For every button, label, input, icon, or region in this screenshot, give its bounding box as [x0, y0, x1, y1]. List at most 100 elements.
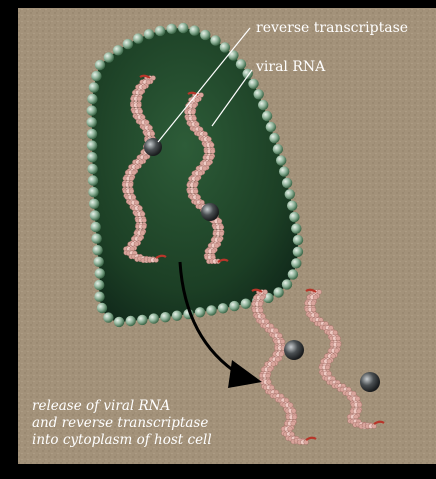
rna-bead	[258, 302, 263, 307]
capsid-bead	[133, 33, 143, 43]
rna-bead	[191, 110, 196, 115]
label-viral-rna: viral RNA	[255, 59, 326, 75]
capsid-bead	[291, 223, 301, 233]
rna-bead	[137, 96, 142, 101]
rna-bead	[137, 103, 142, 108]
rna-bead	[259, 308, 264, 313]
rna-bead	[334, 348, 339, 353]
capsid-bead	[289, 212, 299, 222]
rna-bead	[219, 225, 224, 230]
rna-bead	[195, 98, 200, 103]
rna-bead	[211, 249, 216, 254]
capsid-bead	[293, 247, 303, 257]
rna-bead	[193, 183, 198, 188]
rna-bead	[291, 409, 296, 414]
capsid-bead	[160, 312, 170, 322]
capsid-bead	[89, 199, 99, 209]
capsid-bead	[88, 175, 98, 185]
rna-bead	[278, 333, 283, 338]
rna-bead	[267, 367, 272, 372]
capsid-bead	[279, 166, 289, 176]
capsid-bead	[87, 94, 97, 104]
rna-bead	[150, 131, 155, 136]
rna-bead	[266, 373, 271, 378]
rna-bead	[138, 206, 143, 211]
rna-bead	[336, 336, 341, 341]
capsid-bead	[282, 279, 292, 289]
capsid-bead	[94, 292, 104, 302]
rna-bead	[148, 125, 153, 130]
capsid-bead	[287, 201, 297, 211]
capsid-bead	[126, 316, 136, 326]
rna-bead	[154, 258, 159, 263]
capsid-bead	[248, 79, 258, 89]
reverse-transcriptase-enzyme	[284, 340, 304, 360]
capsid-bead	[91, 71, 101, 81]
capsid-bead	[178, 23, 188, 33]
capsid-bead	[97, 303, 107, 313]
capsid-bead	[172, 311, 182, 321]
capsid-bead	[241, 299, 251, 309]
capsid-bead	[285, 189, 295, 199]
rna-bead	[311, 301, 316, 306]
rna-bead	[140, 212, 145, 217]
rna-bead	[263, 290, 268, 295]
capsid-bead	[195, 307, 205, 317]
caption-line-1: release of viral RNA	[32, 398, 170, 414]
capsid-bead	[266, 122, 276, 132]
rna-bead	[327, 359, 332, 364]
rna-bead	[372, 424, 377, 429]
capsid-bead	[94, 257, 104, 267]
caption-line-3: into cytoplasm of host cell	[32, 432, 212, 448]
capsid-bead	[114, 317, 124, 327]
rna-bead	[138, 109, 143, 114]
rna-bead	[217, 219, 222, 224]
capsid-bead	[89, 82, 99, 92]
capsid-bead	[276, 155, 286, 165]
capsid-bead	[113, 45, 123, 55]
capsid-bead	[236, 59, 246, 69]
capsid-bead	[291, 258, 301, 268]
rna-bead	[311, 307, 316, 312]
rna-bead	[209, 143, 214, 148]
rna-bead	[325, 365, 330, 370]
rna-bead	[356, 409, 361, 414]
capsid-bead	[262, 111, 272, 121]
rna-bead	[129, 176, 134, 181]
capsid-bead	[229, 301, 239, 311]
rna-bead	[140, 231, 145, 236]
capsid-bead	[87, 140, 97, 150]
rna-bead	[209, 155, 214, 160]
capsid-bead	[189, 25, 199, 35]
capsid-bead	[273, 144, 283, 154]
rna-bead	[267, 380, 272, 385]
capsid-bead	[103, 312, 113, 322]
capsid-bead	[94, 280, 104, 290]
capsid-bead	[88, 187, 98, 197]
rna-bead	[336, 342, 341, 347]
reverse-transcriptase-enzyme	[360, 372, 380, 392]
label-reverse-transcriptase: reverse transcriptase	[256, 20, 408, 36]
capsid-bead	[254, 89, 264, 99]
capsid-bead	[87, 105, 97, 115]
rna-bead	[357, 402, 362, 407]
capsid-bead	[87, 152, 97, 162]
capsid-bead	[91, 233, 101, 243]
rna-bead	[304, 440, 309, 445]
capsid-bead	[92, 245, 102, 255]
rna-bead	[142, 224, 147, 229]
rna-bead	[142, 218, 147, 223]
rna-bead	[291, 421, 296, 426]
capsid-bead	[228, 50, 238, 60]
rna-bead	[210, 149, 215, 154]
capsid-bead	[91, 222, 101, 232]
capsid-bead	[155, 26, 165, 36]
capsid-bead	[218, 303, 228, 313]
rna-bead	[195, 176, 200, 181]
rna-bead	[217, 238, 222, 243]
capsid-bead	[149, 313, 159, 323]
capsid-bead	[282, 178, 292, 188]
rna-bead	[139, 90, 144, 95]
rna-bead	[313, 295, 318, 300]
rna-bead	[131, 195, 136, 200]
